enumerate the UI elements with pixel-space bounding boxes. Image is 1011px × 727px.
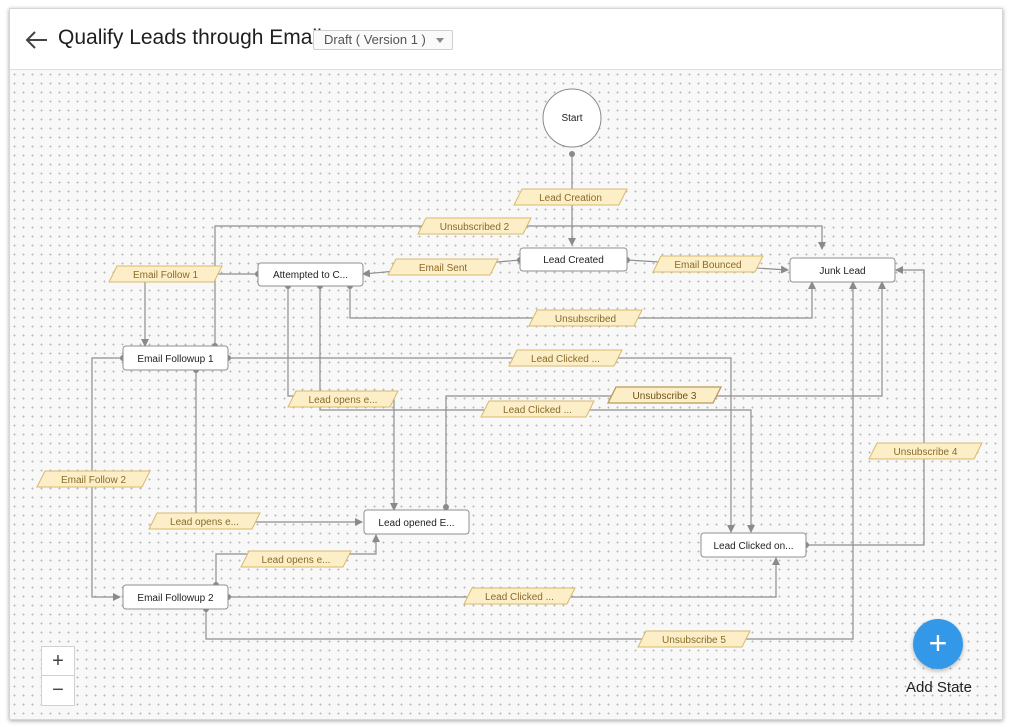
transition-label: Unsubscribe 4 <box>894 447 958 458</box>
state-label: Lead Created <box>543 255 604 266</box>
transition-label: Unsubscribed 2 <box>440 222 510 233</box>
transition-label: Unsubscribe 3 <box>633 391 697 402</box>
transition-label: Lead opens e... <box>262 555 331 566</box>
transition-email-bounced[interactable]: Email Bounced <box>652 255 764 273</box>
state-lead-opened-email[interactable]: Lead opened E... <box>363 509 470 535</box>
transition-label: Lead Clicked ... <box>485 592 554 603</box>
start-node[interactable]: Start <box>542 88 602 148</box>
state-email-followup-1[interactable]: Email Followup 1 <box>122 345 229 371</box>
state-label: Email Followup 1 <box>137 354 214 365</box>
transition-lead-creation[interactable]: Lead Creation <box>513 188 628 206</box>
page-title: Qualify Leads through Email <box>58 26 322 49</box>
transition-label: Email Follow 2 <box>61 475 126 486</box>
transition-label: Unsubscribe 5 <box>662 635 726 646</box>
transition-label: Lead Clicked ... <box>503 405 572 416</box>
transition-label: Lead opens e... <box>309 395 378 406</box>
transition-label: Email Bounced <box>674 260 741 271</box>
state-lead-created[interactable]: Lead Created <box>519 247 628 272</box>
plus-icon: + <box>928 625 948 661</box>
add-state-label: Add State <box>906 679 972 696</box>
transition-label: Email Sent <box>419 263 468 274</box>
zoom-in-button[interactable]: + <box>42 647 74 676</box>
state-label: Lead opened E... <box>378 518 454 529</box>
transition-lead-clicked-3[interactable]: Lead Clicked ... <box>463 587 576 605</box>
transition-label: Email Follow 1 <box>133 270 198 281</box>
transition-email-sent[interactable]: Email Sent <box>387 258 499 276</box>
transition-label: Lead opens e... <box>170 517 239 528</box>
header-bar: Qualify Leads through Email Draft ( Vers… <box>10 9 1002 70</box>
workflow-canvas[interactable]: Start Lead Created Junk Lead Attempted t… <box>10 70 1002 719</box>
state-label: Attempted to C... <box>273 270 348 281</box>
state-lead-clicked-on[interactable]: Lead Clicked on... <box>700 532 807 558</box>
transition-label: Lead Creation <box>539 193 602 204</box>
state-label: Email Followup 2 <box>137 593 214 604</box>
transition-unsubscribed-2[interactable]: Unsubscribed 2 <box>417 217 532 235</box>
add-state-button[interactable]: + <box>913 619 963 669</box>
transition-lead-clicked-2[interactable]: Lead Clicked ... <box>480 400 595 418</box>
transition-unsubscribe-4[interactable]: Unsubscribe 4 <box>868 442 983 460</box>
transition-lead-opens-2[interactable]: Lead opens e... <box>148 512 261 530</box>
state-label: Junk Lead <box>819 266 865 277</box>
state-junk-lead[interactable]: Junk Lead <box>789 257 896 283</box>
version-status-dropdown[interactable]: Draft ( Version 1 ) <box>313 30 453 50</box>
transition-unsubscribe-5[interactable]: Unsubscribe 5 <box>637 630 751 648</box>
transition-lead-opens-1[interactable]: Lead opens e... <box>287 390 399 408</box>
transition-lead-clicked-1[interactable]: Lead Clicked ... <box>508 349 623 367</box>
zoom-controls: + − <box>41 646 75 706</box>
version-status-value: Draft ( Version 1 ) <box>324 32 426 47</box>
workflow-window: Qualify Leads through Email Draft ( Vers… <box>9 8 1003 720</box>
transition-email-follow-2[interactable]: Email Follow 2 <box>36 470 151 488</box>
back-button[interactable] <box>24 27 50 53</box>
transition-label: Lead Clicked ... <box>531 354 600 365</box>
chevron-down-icon <box>435 38 444 43</box>
transition-label: Unsubscribed <box>555 314 616 325</box>
transition-email-follow-1[interactable]: Email Follow 1 <box>108 265 223 283</box>
state-label: Lead Clicked on... <box>713 541 793 552</box>
state-attempted-to-contact[interactable]: Attempted to C... <box>257 262 364 287</box>
transition-unsubscribed[interactable]: Unsubscribed <box>528 309 643 327</box>
state-email-followup-2[interactable]: Email Followup 2 <box>122 584 229 610</box>
zoom-out-button[interactable]: − <box>52 679 64 701</box>
back-arrow-icon <box>25 31 47 49</box>
transition-unsubscribe-3[interactable]: Unsubscribe 3 <box>606 386 723 404</box>
start-label: Start <box>561 113 582 124</box>
transition-lead-opens-3[interactable]: Lead opens e... <box>240 550 352 568</box>
workflow-diagram: Start Lead Created Junk Lead Attempted t… <box>36 88 983 648</box>
